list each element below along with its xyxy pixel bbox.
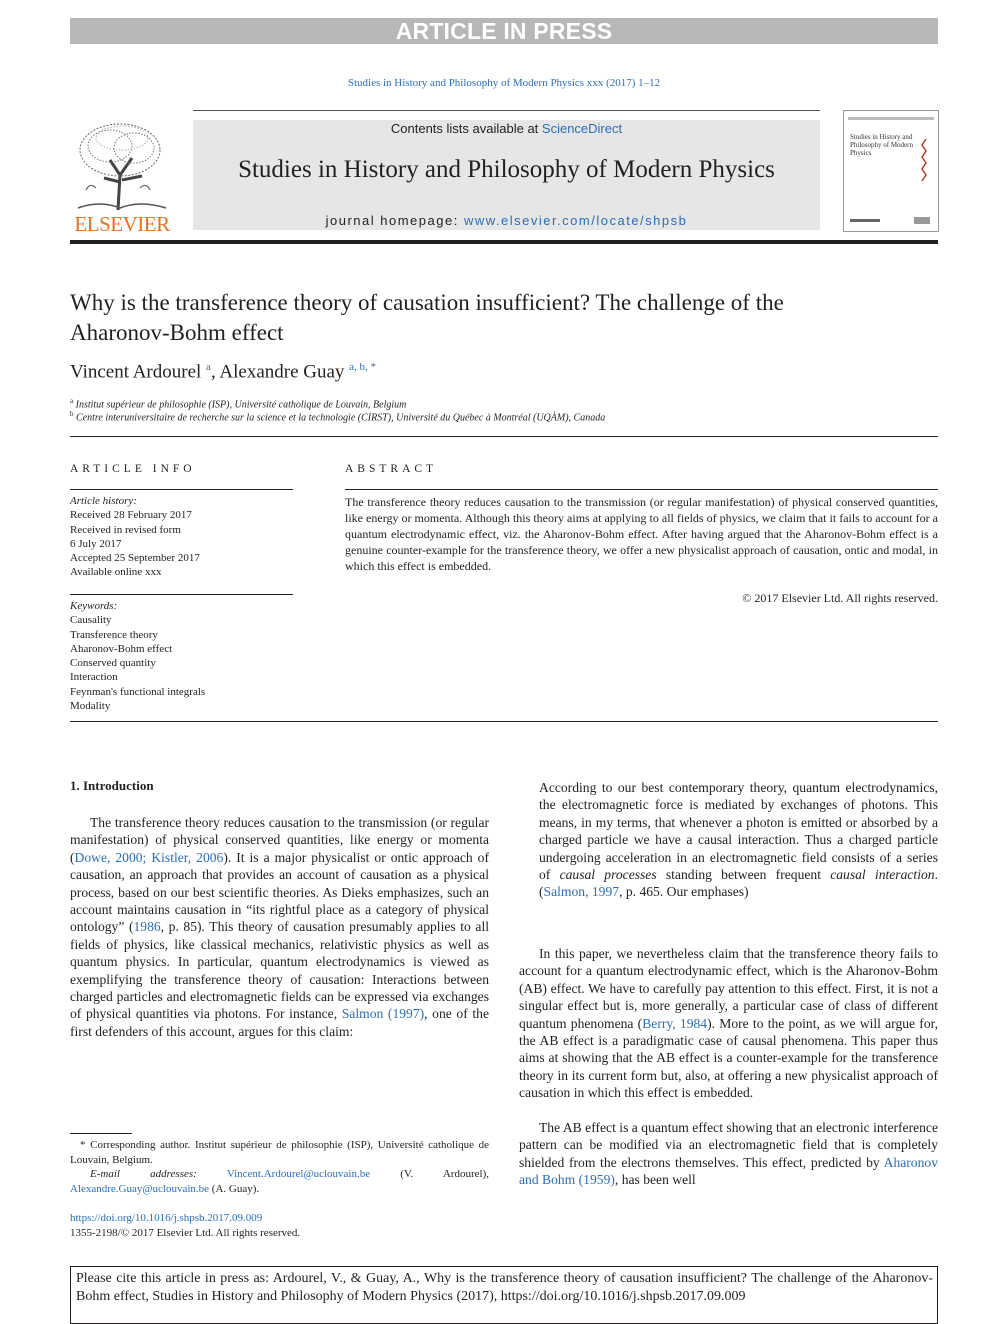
article-title: Why is the transference theory of causat… bbox=[70, 290, 784, 345]
keyword: Transference theory bbox=[70, 628, 158, 641]
history-item: 6 July 2017 bbox=[70, 537, 122, 550]
keyword: Modality bbox=[70, 700, 111, 713]
masthead-thick-rule bbox=[70, 240, 938, 244]
text: The transference theory reduces causatio… bbox=[70, 815, 489, 865]
text: standing between frequent bbox=[656, 867, 831, 883]
text: , p. 85). This theory of causation presu… bbox=[70, 919, 489, 1022]
article-info-rule bbox=[70, 594, 293, 595]
text: According to our best contemporary theor… bbox=[539, 780, 938, 883]
intro-paragraph: The transference theory reduces causatio… bbox=[70, 814, 489, 1040]
text: The AB effect is a quantum effect showin… bbox=[519, 1120, 938, 1170]
citation-link[interactable]: 1986 bbox=[133, 919, 161, 935]
author-list: Vincent Ardourel a, Alexandre Guay a, b,… bbox=[70, 361, 376, 383]
citation-box: Please cite this article in press as: Ar… bbox=[70, 1266, 938, 1324]
footnote-star: * bbox=[80, 1139, 86, 1151]
text: , one of the first defenders of this acc… bbox=[70, 1006, 489, 1039]
affiliation-mark: a bbox=[70, 397, 74, 405]
author-affiliation-mark[interactable]: a, b, * bbox=[349, 361, 377, 373]
journal-reference-link[interactable]: Studies in History and Philosophy of Mod… bbox=[347, 77, 661, 89]
elsevier-tree-logo bbox=[70, 120, 174, 234]
homepage-line: journal homepage: www.elsevier.com/locat… bbox=[193, 213, 820, 228]
issn-line: 1355-2198/© 2017 Elsevier Ltd. All right… bbox=[70, 1227, 301, 1239]
author-name: Vincent Ardourel bbox=[70, 361, 202, 383]
author-affiliation-mark[interactable]: a bbox=[206, 361, 211, 373]
affiliation-text: Institut supérieur de philosophie (ISP),… bbox=[75, 399, 407, 411]
citation-link[interactable]: Berry, 1984 bbox=[642, 1015, 708, 1031]
corresponding-author-footnote: * Corresponding author. Institut supérie… bbox=[70, 1138, 489, 1196]
body-paragraph: In this paper, we nevertheless claim tha… bbox=[519, 945, 938, 1102]
doi-link[interactable]: https://doi.org/10.1016/j.shpsb.2017.09.… bbox=[70, 1212, 263, 1224]
affiliation-a: a Institut supérieur de philosophie (ISP… bbox=[70, 397, 406, 410]
affiliation-mark: b bbox=[70, 410, 74, 418]
history-item: Available online xxx bbox=[70, 566, 162, 579]
keyword: Causality bbox=[70, 614, 112, 627]
citation-link[interactable]: Aharonov and Bohm (1959) bbox=[519, 1154, 938, 1188]
article-history: Article history: Received 28 February 20… bbox=[70, 494, 200, 580]
affiliation-text: Centre interuniversitaire de recherche s… bbox=[76, 412, 606, 424]
block-quote: According to our best contemporary theor… bbox=[539, 779, 938, 901]
body-paragraph: The AB effect is a quantum effect showin… bbox=[519, 1119, 938, 1189]
text: ). It is a major physicalist or ontic ap… bbox=[70, 849, 489, 935]
keyword: Aharonov-Bohm effect bbox=[70, 642, 173, 655]
homepage-prefix: journal homepage: bbox=[325, 213, 464, 228]
abstract-text: The transference theory reduces causatio… bbox=[345, 495, 938, 573]
text: ). More to the point, as we will argue f… bbox=[519, 1015, 938, 1101]
journal-title: Studies in History and Philosophy of Mod… bbox=[238, 156, 775, 183]
text: , p. 465. Our emphases) bbox=[619, 884, 749, 900]
history-label: Article history: bbox=[70, 495, 137, 507]
keyword: Interaction bbox=[70, 671, 118, 684]
article-info-caption: ARTICLE INFO bbox=[70, 463, 196, 475]
abstract-caption: ABSTRACT bbox=[345, 463, 438, 475]
abstract-copyright: © 2017 Elsevier Ltd. All rights reserved… bbox=[742, 591, 938, 605]
section-heading: 1. Introduction bbox=[70, 778, 154, 793]
email-owner: (V. Ardourel), bbox=[370, 1168, 489, 1180]
emphasis: causal interaction bbox=[830, 867, 935, 883]
text: In this paper, we nevertheless claim tha… bbox=[519, 946, 938, 1031]
footnote-rule bbox=[70, 1133, 132, 1134]
author-name: Alexandre Guay bbox=[219, 361, 345, 383]
article-info-rule bbox=[70, 489, 293, 490]
abstract-rule bbox=[345, 489, 938, 490]
email-link[interactable]: Alexandre.Guay@uclouvain.be bbox=[70, 1182, 210, 1195]
contents-line: Contents lists available at ScienceDirec… bbox=[193, 121, 820, 136]
email-link[interactable]: Vincent.Ardourel@uclouvain.be bbox=[226, 1168, 371, 1180]
section-divider bbox=[70, 721, 938, 722]
journal-homepage-link[interactable]: www.elsevier.com/locate/shpsb bbox=[463, 213, 688, 228]
keywords-label: Keywords: bbox=[70, 600, 118, 612]
masthead-top-rule bbox=[193, 110, 820, 111]
elsevier-wordmark: ELSEVIER bbox=[74, 212, 170, 236]
history-item: Accepted 25 September 2017 bbox=[70, 552, 200, 565]
sciencedirect-link[interactable]: ScienceDirect bbox=[541, 121, 623, 136]
history-item: Received 28 February 2017 bbox=[70, 509, 192, 522]
text: , has been well bbox=[614, 1172, 696, 1188]
cover-title: Studies in History and Philosophy of Mod… bbox=[850, 133, 913, 157]
text: . ( bbox=[539, 867, 938, 900]
footnote-text: Corresponding author. Institut supérieur… bbox=[70, 1139, 489, 1166]
email-label: E-mail addresses: bbox=[90, 1168, 197, 1180]
citation-link[interactable]: Dowe, 2000; Kistler, 2006 bbox=[74, 849, 224, 865]
journal-cover-thumbnail: Studies in History and Philosophy of Mod… bbox=[843, 110, 939, 232]
history-item: Received in revised form bbox=[70, 523, 181, 536]
article-in-press-banner: ARTICLE IN PRESS bbox=[70, 18, 938, 44]
emphasis: causal processes bbox=[559, 867, 657, 883]
email-owner: (A. Guay). bbox=[209, 1182, 260, 1195]
section-divider bbox=[70, 436, 938, 437]
contents-prefix: Contents lists available at bbox=[390, 121, 542, 136]
masthead-panel bbox=[193, 120, 820, 230]
citation-link[interactable]: Salmon (1997) bbox=[341, 1006, 425, 1022]
keywords: Keywords: Causality Transference theory … bbox=[70, 599, 205, 713]
affiliation-b: b Centre interuniversitaire de recherche… bbox=[70, 410, 605, 423]
citation-link[interactable]: Salmon, 1997 bbox=[543, 884, 620, 900]
keyword: Conserved quantity bbox=[70, 657, 156, 670]
keyword: Feynman's functional integrals bbox=[70, 685, 206, 698]
author-separator: , bbox=[210, 361, 220, 383]
